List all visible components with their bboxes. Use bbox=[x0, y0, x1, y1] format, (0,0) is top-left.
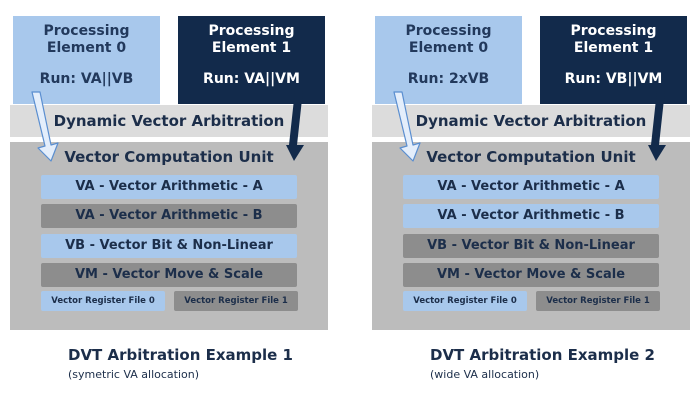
dvt-example-2: Processing Element 0 Run: 2xVB Processin… bbox=[372, 0, 692, 400]
pe0-title-line1: Processing bbox=[405, 23, 492, 39]
vector-computation-unit: Vector Computation Unit VA - Vector Arit… bbox=[372, 142, 690, 330]
example-caption: DVT Arbitration Example 1 bbox=[68, 346, 293, 364]
pe0-run-label: Run: 2xVB bbox=[407, 71, 490, 87]
vcu-title: Vector Computation Unit bbox=[64, 148, 274, 166]
pe0-title-line1: Processing bbox=[43, 23, 130, 39]
vcu-title: Vector Computation Unit bbox=[426, 148, 636, 166]
pe1-title-line1: Processing bbox=[570, 23, 657, 39]
pe1-title-line2: Element 1 bbox=[573, 40, 654, 56]
processing-element-0-title: Processing Element 0 bbox=[375, 23, 522, 57]
pe1-run-label: Run: VB||VM bbox=[564, 71, 663, 87]
processing-element-1: Processing Element 1 Run: VA||VM bbox=[178, 16, 325, 104]
unit-va-a: VA - Vector Arithmetic - A bbox=[403, 175, 659, 199]
vector-register-file-0: Vector Register File 0 bbox=[403, 291, 527, 311]
unit-vm: VM - Vector Move & Scale bbox=[41, 263, 297, 287]
vector-register-file-0: Vector Register File 0 bbox=[41, 291, 165, 311]
vector-register-file-1: Vector Register File 1 bbox=[174, 291, 298, 311]
example-caption: DVT Arbitration Example 2 bbox=[430, 346, 655, 364]
example-subcaption: (wide VA allocation) bbox=[430, 368, 540, 381]
vector-register-file-1: Vector Register File 1 bbox=[536, 291, 660, 311]
processing-element-0: Processing Element 0 Run: VA||VB bbox=[13, 16, 160, 104]
pe0-run-label: Run: VA||VB bbox=[39, 71, 134, 87]
pe0-title-line2: Element 0 bbox=[46, 40, 127, 56]
processing-element-0: Processing Element 0 Run: 2xVB bbox=[375, 16, 522, 104]
processing-element-1-title: Processing Element 1 bbox=[540, 23, 687, 57]
dynamic-vector-arbitration-bar: Dynamic Vector Arbitration bbox=[10, 105, 328, 137]
processing-element-0-title: Processing Element 0 bbox=[13, 23, 160, 57]
example-subcaption: (symetric VA allocation) bbox=[68, 368, 200, 381]
unit-vm: VM - Vector Move & Scale bbox=[403, 263, 659, 287]
unit-va-b: VA - Vector Arithmetic - B bbox=[41, 204, 297, 228]
unit-vb: VB - Vector Bit & Non-Linear bbox=[41, 234, 297, 258]
vector-computation-unit: Vector Computation Unit VA - Vector Arit… bbox=[10, 142, 328, 330]
pe0-title-line2: Element 0 bbox=[408, 40, 489, 56]
dvt-example-1: Processing Element 0 Run: VA||VB Process… bbox=[10, 0, 330, 400]
processing-element-1: Processing Element 1 Run: VB||VM bbox=[540, 16, 687, 104]
processing-element-1-title: Processing Element 1 bbox=[178, 23, 325, 57]
pe1-run-label: Run: VA||VM bbox=[203, 71, 300, 87]
dynamic-vector-arbitration-bar: Dynamic Vector Arbitration bbox=[372, 105, 690, 137]
unit-vb: VB - Vector Bit & Non-Linear bbox=[403, 234, 659, 258]
pe1-title-line1: Processing bbox=[208, 23, 295, 39]
unit-va-a: VA - Vector Arithmetic - A bbox=[41, 175, 297, 199]
unit-va-b: VA - Vector Arithmetic - B bbox=[403, 204, 659, 228]
pe1-title-line2: Element 1 bbox=[211, 40, 292, 56]
